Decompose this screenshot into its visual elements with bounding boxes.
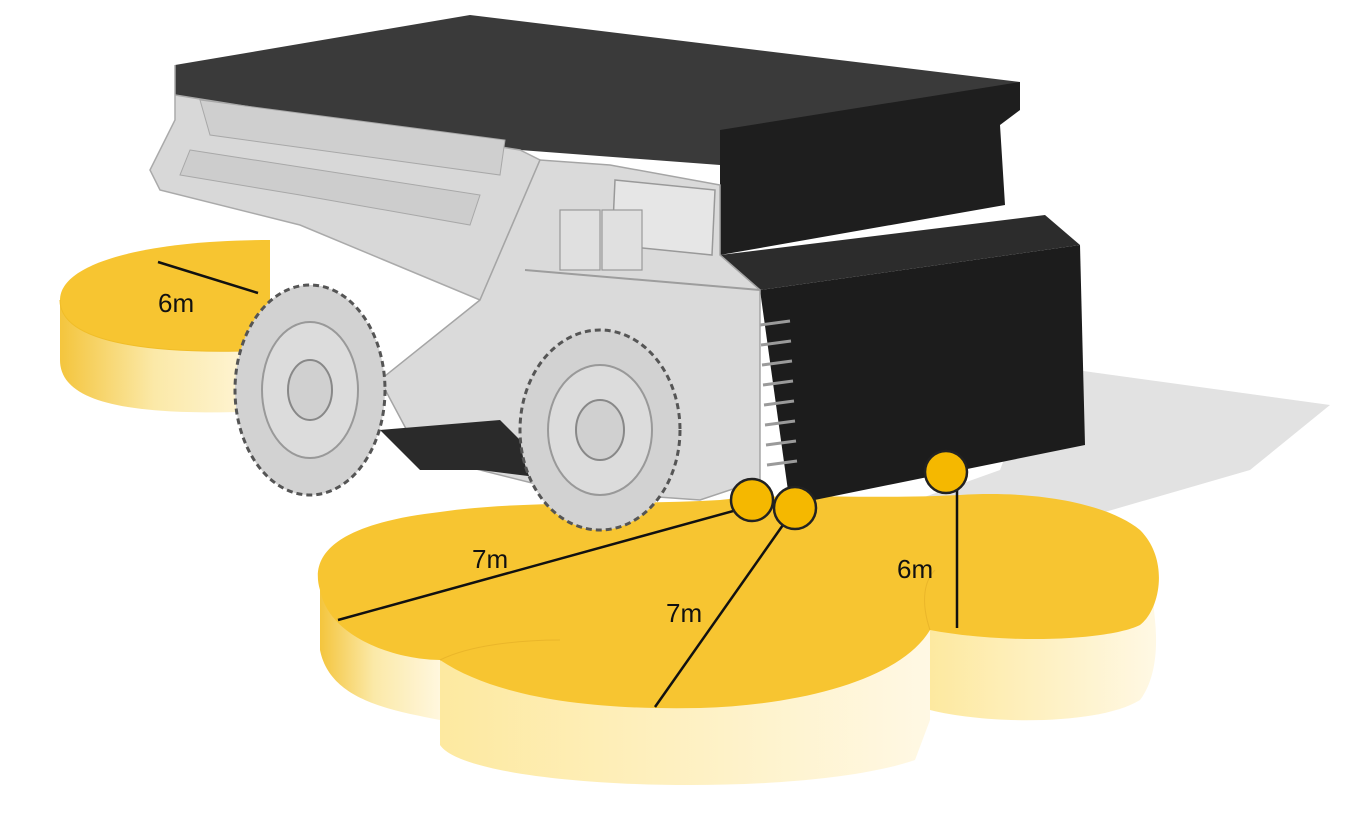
front-zone-surface (317, 494, 1159, 709)
front-wheel (518, 328, 682, 532)
front-right-radius-label: 6m (897, 554, 933, 584)
sensor-front-right (923, 449, 969, 495)
front-zones (317, 494, 1159, 786)
haul-truck (149, 15, 1085, 532)
front-grille-block (760, 245, 1085, 505)
sensor-front-left (729, 477, 775, 523)
canopy-front (720, 82, 1020, 255)
sensors (729, 449, 969, 531)
front-right-radius: 6m (897, 475, 959, 628)
rear-left-zone: 6m (59, 240, 271, 413)
rear-wheel (233, 283, 387, 497)
front-center-radius-label: 7m (666, 598, 702, 628)
truck-ground-shadow (860, 365, 1330, 525)
radiator-slats (759, 319, 798, 467)
front-center-radius: 7m (653, 514, 792, 708)
rear-left-radius-label: 6m (158, 288, 194, 318)
front-left-radius-label: 7m (472, 544, 508, 574)
rear-left-radius-line (157, 260, 259, 295)
front-left-radius: 7m (337, 503, 756, 622)
sensor-front-center (772, 485, 818, 531)
